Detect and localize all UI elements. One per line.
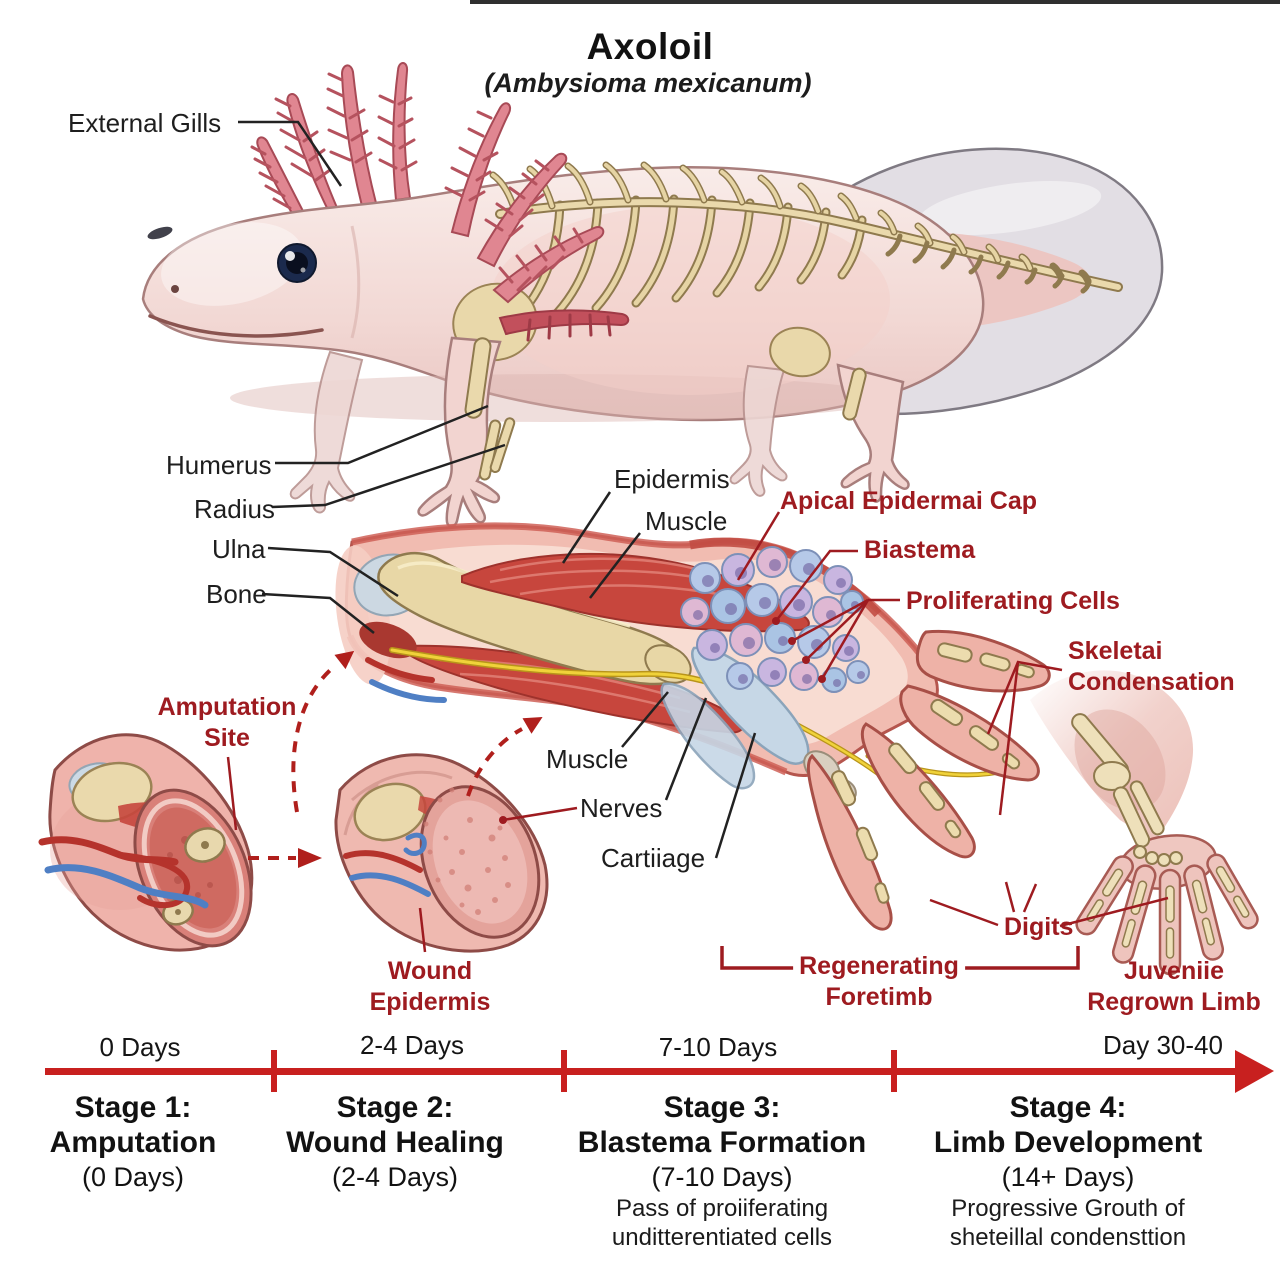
axolotl-head-details (148, 225, 361, 339)
top-border-artifact (470, 0, 1280, 4)
stage1-amputation-illustration (38, 733, 254, 952)
nostril (171, 285, 179, 293)
label-amputation-line1: Amputation (157, 693, 297, 721)
timeline-phase-1: 0 Days (99, 1032, 181, 1062)
stage3-note2: unditterentiated cells (611, 1224, 833, 1251)
stage4-days: (14+ Days) (1001, 1162, 1135, 1192)
stage1-days: (0 Days) (81, 1162, 185, 1192)
label-skeletal-condensation: Skeletai Condensation (1068, 636, 1235, 698)
label-regenerating-forelimb: Regenerating Foretimb (793, 951, 965, 1013)
label-external-gills: External Gills (68, 108, 222, 138)
stage4-title: Stage 4: (1009, 1091, 1127, 1124)
head-marking (147, 226, 173, 240)
label-skeletal-line1: Skeletai (1068, 637, 1163, 665)
head-highlight (161, 222, 303, 306)
label-regenerating-line1: Regenerating (793, 951, 965, 982)
stage2-name: Wound Healing (286, 1126, 504, 1159)
timeline-phase-4: Day 30-40 (1103, 1030, 1223, 1060)
timeline-tick-3 (891, 1050, 897, 1092)
stage4-name: Limb Development (933, 1126, 1203, 1159)
blastema-cells (680, 546, 870, 693)
timeline-tick-2 (561, 1050, 567, 1092)
label-blastema: Biastema (864, 536, 976, 564)
timeline-tick-1 (271, 1050, 277, 1092)
label-nerves: Nerves (580, 793, 663, 823)
label-epidermis: Epidermis (614, 464, 730, 494)
wound-speckles (423, 787, 511, 915)
juvenile-arm-bones (1071, 713, 1183, 867)
stage2-title: Stage 2: (336, 1091, 454, 1124)
label-cartilage: Cartiiage (601, 843, 706, 873)
mouth-line (148, 314, 324, 338)
label-wound-epidermis: Wound Epidermis (370, 956, 491, 1018)
label-ulna: Ulna (212, 534, 266, 564)
label-regenerating-line2: Foretimb (825, 983, 933, 1011)
dashed-progression-arrows (248, 663, 523, 860)
leader-lines-black (238, 120, 757, 859)
external-gills-right (444, 102, 630, 342)
stage2-block: Stage 2: Wound Healing (2-4 Days) (286, 1090, 504, 1194)
arrowheads (298, 650, 543, 868)
stage1-name: Amputation (49, 1126, 217, 1159)
stage2-days: (2-4 Days) (331, 1162, 459, 1192)
label-humerus: Humerus (166, 450, 272, 480)
regenerating-limb-illustration (335, 522, 1051, 931)
timeline-axis (45, 1050, 1274, 1093)
label-apical-epidermal-cap: Apical Epidermai Cap (780, 487, 1038, 515)
page-subtitle: (Ambysioma mexicanum) (484, 68, 812, 98)
regenerating-forelimb-bracket (720, 946, 1080, 970)
stage3-note1: Pass of proiiferating (615, 1195, 829, 1222)
label-muscle-mid: Muscle (546, 744, 629, 774)
leader-lines-red (226, 511, 1169, 970)
label-muscle-top: Muscle (645, 506, 728, 536)
stage4-block: Stage 4: Limb Development (14+ Days) Pro… (934, 1090, 1202, 1252)
page-title: Axoloil (586, 26, 714, 67)
stage4-note1: Progressive Grouth of (951, 1195, 1185, 1222)
stage2-wound-healing-illustration (334, 753, 549, 953)
stage3-block: Stage 3: Blastema Formation (7-10 Days) … (578, 1090, 866, 1252)
label-wound-line2: Epidermis (369, 988, 491, 1016)
label-skeletal-line2: Condensation (1068, 668, 1235, 696)
timeline-arrowhead-icon (1235, 1050, 1274, 1093)
leader-dots (499, 617, 826, 824)
limb-vessels (365, 657, 447, 703)
label-amputation-line2: Site (204, 724, 250, 752)
label-amputation-site: Amputation Site (158, 692, 297, 754)
stage4-note2: sheteillal condensttion (949, 1224, 1187, 1251)
arrow-stage1-to-limb (291, 663, 338, 813)
hind-leg (836, 363, 910, 503)
label-bone: Bone (206, 579, 267, 609)
juvenile-digits (1075, 853, 1259, 976)
torso-tint (490, 205, 890, 395)
juvenile-limb-illustration (1030, 670, 1259, 976)
timeline-phase-2: 2-4 Days (359, 1030, 465, 1060)
stage3-days: (7-10 Days) (651, 1162, 793, 1192)
axolotl-figure (141, 62, 1164, 528)
stage3-name: Blastema Formation (577, 1126, 867, 1159)
stage1-block: Stage 1: Amputation (0 Days) (50, 1090, 217, 1194)
external-gills-left (250, 62, 418, 222)
label-juvenile-line2: Regrown Limb (1087, 988, 1261, 1016)
front-leg (417, 336, 516, 528)
label-wound-line1: Wound (387, 957, 473, 985)
label-digits: Digits (1004, 913, 1074, 941)
stage3-title: Stage 3: (663, 1091, 781, 1124)
cartilage-elements (660, 646, 857, 802)
stage1-title: Stage 1: (74, 1091, 192, 1124)
timeline-phase-3: 7-10 Days (658, 1032, 778, 1062)
label-juvenile-line1: Juveniie (1123, 957, 1225, 985)
label-juvenile-regrown-limb: Juveniie Regrown Limb (1087, 956, 1261, 1018)
arrow-stage2-to-limb (466, 727, 523, 797)
label-proliferating-cells: Proliferating Cells (906, 587, 1120, 615)
label-radius: Radius (194, 494, 275, 524)
